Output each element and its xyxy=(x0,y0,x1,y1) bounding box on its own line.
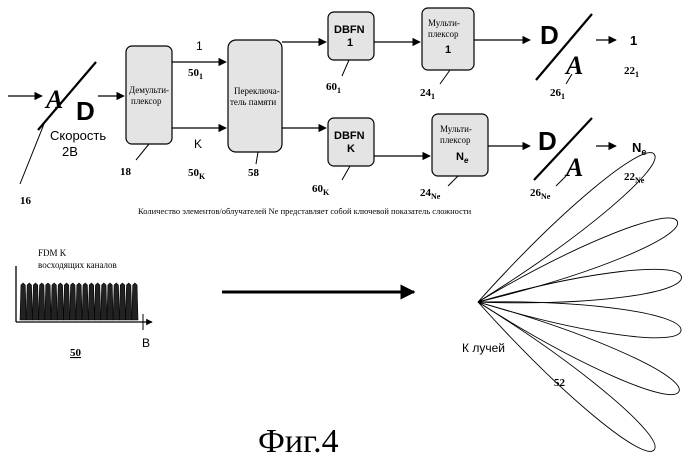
ref-60-k: 60K xyxy=(312,183,330,197)
da-converter-1-input-letter: D xyxy=(540,20,559,50)
spectrum-channel xyxy=(57,283,63,320)
dbfn-1-index: 1 xyxy=(347,37,353,49)
da-converter-ne-output-letter: А xyxy=(564,153,583,182)
ref-24-ne: 24Ne xyxy=(420,187,441,201)
beams-label: К лучей xyxy=(462,341,505,355)
mux-ne-label-1: Мульти- xyxy=(440,124,472,134)
ref-16: 16 xyxy=(20,195,32,207)
spectrum-channel xyxy=(20,283,26,320)
beam-lobe xyxy=(478,302,681,338)
ref-22-1: 221 xyxy=(624,65,639,79)
beam-lobe xyxy=(478,302,655,451)
spectrum-channel xyxy=(95,283,101,320)
spectrum-channel xyxy=(32,283,38,320)
spectrum-channel xyxy=(82,283,88,320)
demux-output-1-label: 1 xyxy=(196,39,203,53)
spectrum-channel xyxy=(107,283,113,320)
ref-26-ne: 26Ne xyxy=(530,187,551,201)
fdm-spectrum xyxy=(16,266,152,330)
ref-50-k: 50K xyxy=(188,167,206,181)
mux-1-label-2: плексор xyxy=(428,29,459,39)
dbfn-1-label: DBFN xyxy=(334,24,365,36)
spectrum-channel xyxy=(113,283,119,320)
spectrum-channel xyxy=(63,283,69,320)
spectrum-channel xyxy=(45,283,51,320)
multiplexer-ne-block: Мульти- плексор Ne xyxy=(432,114,488,176)
beam-lobe xyxy=(478,269,682,302)
output-ne-label: Ne xyxy=(632,140,646,157)
dbfn-k-index: K xyxy=(347,143,355,155)
speed-label: Скорость xyxy=(50,128,106,143)
da-converter-ne-input-letter: D xyxy=(538,126,557,156)
mux-1-index: 1 xyxy=(445,44,451,56)
spectrum-title-2: восходящих каналов xyxy=(38,260,117,270)
switch-label-2: тель памяти xyxy=(230,97,276,107)
da-converter-1: D А xyxy=(536,14,592,80)
spectrum-channels xyxy=(20,283,138,320)
ref-58: 58 xyxy=(248,167,260,179)
speed-value: 2В xyxy=(62,144,78,159)
spectrum-channel xyxy=(70,283,76,320)
switch-label-1: Переключа- xyxy=(234,86,280,96)
beam-lobe xyxy=(478,218,678,302)
mux-ne-label-2: плексор xyxy=(440,135,471,145)
ad-converter: А D xyxy=(38,62,96,130)
mux-1-label-1: Мульти- xyxy=(428,18,460,28)
spectrum-channel xyxy=(126,283,132,320)
da-converter-1-output-letter: А xyxy=(564,51,583,80)
demux-output-k-label: K xyxy=(194,137,202,151)
multiplexer-1-block: Мульти- плексор 1 xyxy=(422,8,474,70)
ref-26-1: 261 xyxy=(550,87,565,101)
beam-pattern xyxy=(478,153,682,452)
dbfn-1-block: DBFN 1 xyxy=(328,12,374,60)
demultiplexer-block: Демульти- плексор xyxy=(126,46,172,144)
spectrum-channel xyxy=(119,283,125,320)
memory-switch-block: Переключа- тель памяти xyxy=(228,40,282,152)
beam-lobe xyxy=(478,302,679,395)
ad-converter-input-letter: А xyxy=(44,85,63,114)
complexity-caption: Количество элементов/облучателей Ne пред… xyxy=(138,206,472,216)
demux-label-2: плексор xyxy=(131,96,162,106)
spectrum-title-1: FDM K xyxy=(38,248,67,258)
figure-title: Фиг.4 xyxy=(258,423,339,460)
dbfn-k-label: DBFN xyxy=(334,130,365,142)
ref-50-spectrum: 50 xyxy=(70,347,82,359)
spectrum-channel xyxy=(26,283,32,320)
spectrum-channel xyxy=(101,283,107,320)
spectrum-channel xyxy=(132,283,138,320)
spectrum-channel xyxy=(39,283,45,320)
spectrum-axis-label: B xyxy=(142,336,150,350)
ref-24-1: 241 xyxy=(420,87,435,101)
dbfn-k-block: DBFN K xyxy=(328,118,374,166)
spectrum-channel xyxy=(88,283,94,320)
output-1-label: 1 xyxy=(630,33,637,48)
spectrum-channel xyxy=(76,283,82,320)
ref-60-1: 601 xyxy=(326,81,341,95)
ref-52: 52 xyxy=(554,377,566,389)
ad-converter-output-letter: D xyxy=(76,96,95,126)
ref-50-1: 501 xyxy=(188,67,203,81)
da-converter-ne: D А xyxy=(534,118,592,182)
demux-label-1: Демульти- xyxy=(129,85,169,95)
spectrum-channel xyxy=(51,283,57,320)
ref-18: 18 xyxy=(120,166,132,178)
